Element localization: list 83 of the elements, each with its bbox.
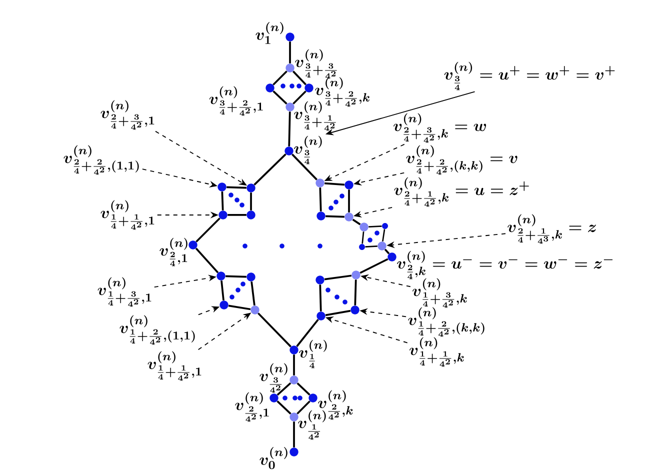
- vertex-label: $v_{\frac{3}{4}+\frac{2}{4^2},1}^{(n)}$: [209, 86, 263, 116]
- formula-label: $v_{\frac{2}{4}+\frac{2}{4^2},(1,1)}^{(n)}$: [64, 145, 139, 175]
- vertex-dot: [316, 212, 326, 220]
- vertex-label: $v_{0}^{(n)}$: [260, 447, 288, 470]
- graph-edge: [276, 382, 292, 396]
- graph-edge: [228, 214, 246, 216]
- graph-edge: [362, 232, 364, 244]
- graph-edge: [272, 70, 288, 86]
- vertex-label: $v_{\frac{2}{4},k}^{(n)}=u^{-}=v^{-}=w^{-}=z^{-}$: [397, 250, 613, 280]
- vertex-label: $v_{1}^{(n)}$: [256, 22, 284, 44]
- graph-edge: [382, 229, 386, 242]
- graph-edge: [250, 192, 252, 210]
- graph-edge: [293, 354, 295, 376]
- graph-edge: [288, 112, 291, 146]
- graph-edge: [272, 90, 288, 104]
- graph-edge: [292, 154, 318, 180]
- vertex-dot: [316, 178, 324, 188]
- graph-edge: [325, 310, 351, 316]
- graph-edge: [292, 90, 306, 104]
- vertex-dot: [246, 272, 256, 282]
- vertex-dot: [246, 184, 256, 192]
- vertex-dot: [218, 182, 226, 192]
- vertex-dot: [352, 270, 360, 280]
- formula-label: $v_{\frac{1}{4}+\frac{1}{4^2},1}^{(n)}$: [100, 200, 154, 230]
- vertex-dot: [316, 312, 326, 320]
- formula-label: $v_{\frac{2}{4}+\frac{2}{4^2},(k,k)}^{(n)}=v$: [406, 145, 518, 175]
- graph-edge: [292, 70, 307, 86]
- graph-edge: [348, 190, 350, 212]
- formula-label: $v_{\frac{2}{4}+\frac{3}{4^2},k}^{(n)}=w$: [393, 113, 486, 143]
- graph-edge: [319, 188, 322, 212]
- graph-edge: [228, 304, 251, 310]
- graph-edge: [258, 312, 292, 348]
- graph-edge: [250, 281, 256, 306]
- graph-edge: [324, 274, 352, 280]
- vertex-dot: [378, 242, 386, 250]
- graph-edge: [354, 280, 357, 306]
- graph-edge: [365, 246, 378, 248]
- vertex-dot: [344, 180, 354, 190]
- graph-edge: [296, 319, 319, 347]
- graph-edge: [226, 186, 246, 189]
- graph-edge: [276, 400, 292, 414]
- vertex-label: $v_{\frac{3}{4}}^{(n)}$: [294, 136, 322, 164]
- graph-edge: [324, 182, 344, 186]
- formula-label: $v_{\frac{2}{4}+\frac{1}{4^3},k}^{(n)}=z$: [508, 214, 596, 244]
- vertex-dot: [218, 210, 228, 220]
- graph-edge: [196, 218, 220, 242]
- graph-edge: [293, 422, 295, 448]
- formula-label: $v_{\frac{1}{4}+\frac{3}{4^2},k}^{(n)}$: [412, 278, 467, 308]
- graph-edge: [368, 225, 382, 228]
- vertex-label: $v_{\frac{1}{4}}^{(n)}$: [299, 340, 327, 368]
- graph-edge: [220, 280, 224, 300]
- formula-label: $v_{\frac{2}{4}+\frac{1}{4^2},k}^{(n)}=u=z^{+}$: [394, 177, 529, 207]
- vertex-label: $v_{\frac{3}{4}+\frac{3}{4^2}}^{(n)}$: [295, 49, 337, 79]
- vertex-label: $v_{\frac{2}{4},1}^{(n)}$: [160, 238, 188, 266]
- formula-label: $v_{\frac{1}{4}+\frac{2}{4^2},(k,k)}^{(n)}$: [408, 307, 484, 337]
- graph-edge: [296, 400, 310, 414]
- vertex-dot: [350, 306, 360, 314]
- formula-label: $v_{\frac{3}{4}}^{(n)}=u^{+}=w^{+}=v^{+}$: [444, 62, 615, 90]
- formula-label: $v_{\frac{1}{4}+\frac{1}{4^2},1}^{(n)}$: [148, 351, 202, 381]
- graph-edge: [352, 218, 361, 226]
- graph-edge: [254, 154, 286, 186]
- vertex-dot: [316, 276, 324, 284]
- graph-edge: [384, 248, 390, 254]
- vertex-dot: [344, 212, 354, 222]
- graph-edge: [296, 382, 310, 396]
- graph-edge: [289, 42, 291, 64]
- graph-edge: [319, 284, 322, 312]
- formula-label: $v_{\frac{1}{4}+\frac{2}{4^2},(1,1)}^{(n)}$: [120, 315, 195, 345]
- vertex-dot: [246, 210, 256, 220]
- vertex-label: $v_{\frac{3}{4^2}}^{(n)}$: [260, 363, 288, 393]
- vertex-dot: [220, 300, 228, 310]
- graph-edge: [221, 192, 224, 210]
- graph-edge: [226, 275, 246, 278]
- graph-edge: [360, 258, 388, 274]
- vertex-label: $v_{\frac{2}{4^2},1}^{(n)}$: [235, 392, 269, 422]
- vertex-dot: [216, 272, 226, 280]
- graph-edge: [326, 215, 344, 218]
- graph-edge: [195, 248, 219, 274]
- vertex-dot: [250, 306, 260, 314]
- formula-label: $v_{\frac{1}{4}+\frac{3}{4^2},1}^{(n)}$: [98, 277, 152, 307]
- vertex-dot: [360, 222, 368, 232]
- formula-label: $v_{\frac{2}{4}+\frac{3}{4^2},1}^{(n)}$: [100, 100, 154, 130]
- formula-label: $v_{\frac{1}{4}+\frac{1}{4^2},k}^{(n)}$: [409, 337, 464, 367]
